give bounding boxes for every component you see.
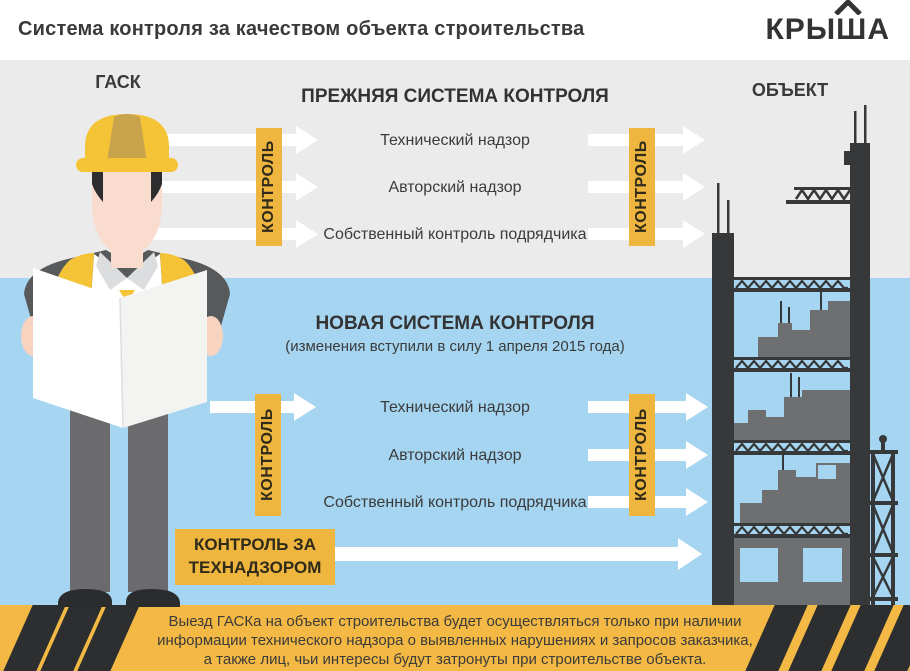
footer-notice-line: Выезд ГАСКа на объект строительства буде… bbox=[168, 613, 742, 630]
footer-notice: Выезд ГАСКа на объект строительства буде… bbox=[0, 605, 910, 669]
supervision-item: Авторский надзор bbox=[388, 179, 522, 196]
footer-notice-line: а также лиц, чьи интересы будут затронут… bbox=[203, 651, 707, 669]
roof-icon bbox=[834, 0, 862, 15]
control-arrow-technadzor bbox=[335, 538, 702, 570]
supervision-item: Собственный контроль подрядчика bbox=[323, 226, 587, 243]
logo-text: Ш bbox=[836, 13, 868, 46]
crane-arm bbox=[786, 187, 850, 204]
supervision-item: Технический надзор bbox=[380, 399, 530, 416]
control-label-old-right: КОНТРОЛЬ bbox=[629, 128, 655, 246]
window bbox=[740, 548, 778, 582]
footer-notice-line: информации технического надзора о выявле… bbox=[157, 632, 753, 650]
supervision-item: Собственный контроль подрядчика bbox=[323, 494, 587, 511]
old-system-title: ПРЕЖНЯЯ СИСТЕМА КОНТРОЛЯ bbox=[301, 86, 609, 107]
lattice-mast bbox=[866, 435, 898, 605]
building-tower bbox=[850, 143, 870, 605]
truss-band bbox=[734, 277, 850, 538]
legs bbox=[58, 402, 180, 607]
hard-hat bbox=[76, 114, 178, 172]
logo-text: КРЫ bbox=[765, 13, 837, 46]
control-label-new-right: КОНТРОЛЬ bbox=[629, 394, 655, 516]
building-tower bbox=[712, 233, 734, 605]
gask-label: ГАСК bbox=[95, 72, 141, 92]
page-title: Система контроля за качеством объекта ст… bbox=[18, 18, 585, 40]
worker-illustration bbox=[21, 114, 230, 607]
face bbox=[92, 170, 162, 259]
logo-text: А bbox=[867, 13, 890, 46]
building-illustration bbox=[712, 105, 898, 605]
supervision-item: Авторский надзор bbox=[388, 447, 522, 464]
object-label: ОБЪЕКТ bbox=[751, 80, 829, 100]
new-system-subtitle: (изменения вступили в силу 1 апреля 2015… bbox=[285, 338, 625, 355]
new-system-title: НОВАЯ СИСТЕМА КОНТРОЛЯ bbox=[315, 313, 595, 334]
technadzor-control-box: КОНТРОЛЬ ЗА ТЕХНАДЗОРОМ bbox=[175, 529, 335, 585]
supervision-item: Технический надзор bbox=[380, 132, 530, 149]
blueprint bbox=[33, 268, 207, 429]
footer-notice-bar: Выезд ГАСКа на объект строительства буде… bbox=[0, 605, 910, 671]
window bbox=[803, 548, 842, 582]
